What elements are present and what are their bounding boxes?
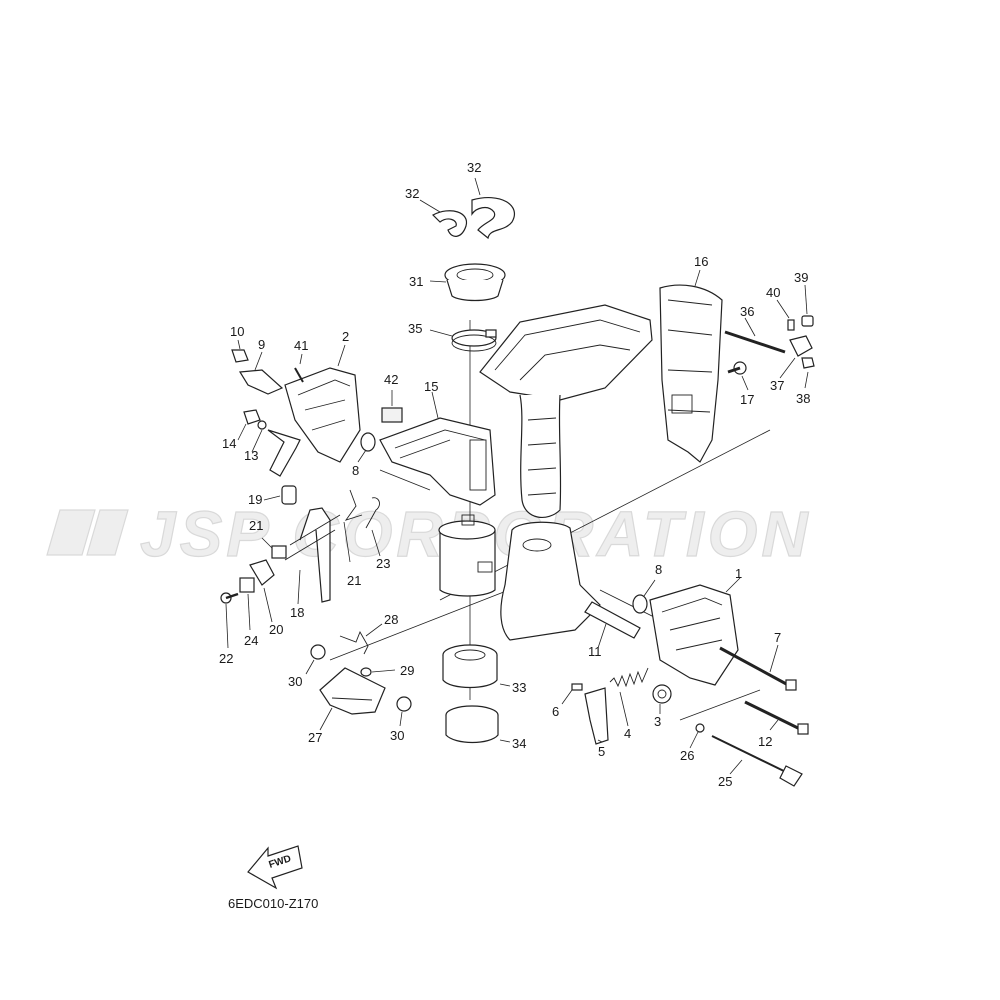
part-39-cap xyxy=(801,284,814,327)
part-20-bracket xyxy=(249,559,275,623)
callout-10: 10 xyxy=(230,324,244,339)
watermark-logo: JSP CORPORATION xyxy=(46,497,808,571)
callout-9: 9 xyxy=(258,337,265,352)
callout-26: 26 xyxy=(680,748,694,763)
part-7-bolt xyxy=(719,644,797,691)
callout-42: 42 xyxy=(384,372,398,387)
part-37-nut xyxy=(779,335,813,379)
part-27-lock-lever xyxy=(319,667,386,731)
callout-21-lower: 21 xyxy=(249,518,263,533)
part-33-bushing xyxy=(442,644,511,689)
callout-14: 14 xyxy=(222,436,236,451)
part-41-screw xyxy=(294,353,304,383)
part-13-lever xyxy=(251,420,301,477)
part-14-nut xyxy=(237,409,261,441)
callout-37: 37 xyxy=(770,378,784,393)
callout-25: 25 xyxy=(718,774,732,789)
part-29-washer xyxy=(360,667,396,677)
part-9-plate xyxy=(238,351,284,395)
swivel-tube xyxy=(438,514,496,597)
part-23-spring xyxy=(365,497,381,557)
callout-13: 13 xyxy=(244,448,258,463)
part-24-plate xyxy=(239,577,255,631)
part-3-pad xyxy=(652,684,672,714)
callout-32-top: 32 xyxy=(467,160,481,175)
callout-27: 27 xyxy=(308,730,322,745)
callout-16: 16 xyxy=(694,254,708,269)
part-17-bolt xyxy=(727,361,749,391)
callout-36: 36 xyxy=(740,304,754,319)
callout-8-upper: 8 xyxy=(352,463,359,478)
callout-2: 2 xyxy=(342,329,349,344)
part-28-spring xyxy=(339,623,383,655)
upper-casing xyxy=(479,304,653,641)
callout-23: 23 xyxy=(376,556,390,571)
part-1-bracket xyxy=(649,577,741,686)
part-19-pin xyxy=(263,485,297,505)
callout-30-left: 30 xyxy=(288,674,302,689)
part-42-label xyxy=(381,390,403,423)
part-2-bracket xyxy=(284,344,361,463)
part-12-bolt xyxy=(744,700,809,735)
callout-15: 15 xyxy=(424,379,438,394)
part-4-spring-rod xyxy=(609,667,649,727)
part-6-pin xyxy=(561,683,583,705)
callout-32-left: 32 xyxy=(405,186,419,201)
part-25-rod xyxy=(711,735,803,787)
diagram-code: 6EDC010-Z170 xyxy=(228,896,318,911)
callout-3: 3 xyxy=(654,714,661,729)
callout-35: 35 xyxy=(408,321,422,336)
callout-28: 28 xyxy=(384,612,398,627)
callout-38: 38 xyxy=(796,391,810,406)
callout-24: 24 xyxy=(244,633,258,648)
part-10-nut xyxy=(231,339,249,363)
part-22-bolt xyxy=(220,592,239,649)
callout-31: 31 xyxy=(409,274,423,289)
part-31-bushing xyxy=(429,263,506,302)
callout-40: 40 xyxy=(766,285,780,300)
callout-33: 33 xyxy=(512,680,526,695)
part-40-screw xyxy=(776,299,795,331)
callout-8-lower: 8 xyxy=(655,562,662,577)
callout-22: 22 xyxy=(219,651,233,666)
part-11-tube xyxy=(584,601,641,649)
callout-4: 4 xyxy=(624,726,631,741)
callout-11: 11 xyxy=(588,644,602,659)
part-15-swivel xyxy=(379,391,496,506)
part-38-nut xyxy=(801,357,815,389)
part-21-spacer-lower xyxy=(261,537,287,559)
part-8-washer-upper xyxy=(357,432,376,463)
part-36-bolt xyxy=(724,317,786,354)
fwd-arrow: FWD xyxy=(247,845,303,890)
callout-21-upper: 21 xyxy=(347,573,361,588)
callout-17: 17 xyxy=(740,392,754,407)
callout-7: 7 xyxy=(774,630,781,645)
part-30-knob-right xyxy=(396,696,412,727)
callout-30-right: 30 xyxy=(390,728,404,743)
part-21-spring-upper xyxy=(343,489,363,563)
part-8-washer-lower xyxy=(632,579,656,614)
part-18-tilt-lever xyxy=(284,507,341,605)
callout-39: 39 xyxy=(794,270,808,285)
callout-labels: 32 32 31 35 10 9 41 2 42 15 16 40 39 36 … xyxy=(219,160,810,789)
callout-6: 6 xyxy=(552,704,559,719)
part-34-sleeve xyxy=(445,705,511,744)
callout-41: 41 xyxy=(294,338,308,353)
callout-5: 5 xyxy=(598,744,605,759)
part-35-clamp xyxy=(429,329,497,352)
callout-12: 12 xyxy=(758,734,772,749)
part-26-screw xyxy=(689,723,705,749)
callout-20: 20 xyxy=(269,622,283,637)
part-30-knob-left xyxy=(305,644,326,675)
part-32-rings xyxy=(419,177,515,240)
callout-19: 19 xyxy=(248,492,262,507)
part-16-cover xyxy=(659,269,723,463)
part-5-lever xyxy=(584,687,609,745)
callout-18: 18 xyxy=(290,605,304,620)
callout-34: 34 xyxy=(512,736,526,751)
callout-29: 29 xyxy=(400,663,414,678)
callout-1: 1 xyxy=(735,566,742,581)
